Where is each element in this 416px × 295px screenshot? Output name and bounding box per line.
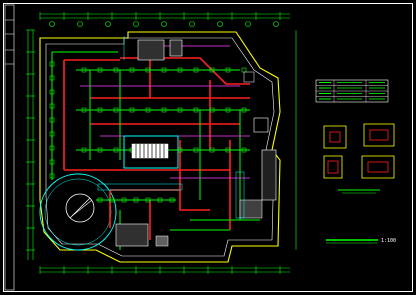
grid-bubble [161,21,167,27]
diffuser [133,197,139,203]
diffuser [81,147,87,153]
diffuser [109,197,115,203]
diffuser [49,145,55,151]
dimension-lines [27,13,297,273]
diffuser [97,147,103,153]
diffuser [129,67,135,73]
diffuser [97,107,103,113]
diffuser [225,107,231,113]
diffuser [241,107,247,113]
title-strip [4,4,15,291]
grid-bubble [189,21,195,27]
diffuser [225,67,231,73]
grid-bubble [217,21,223,27]
diffuser [177,107,183,113]
diffuser [145,67,151,73]
diffuser [169,197,175,203]
equipment-blocks [115,39,277,247]
diffuser [113,107,119,113]
grid-bubble [133,21,139,27]
diffuser [129,107,135,113]
building-inner-wall [45,37,275,257]
scale-label: 1:100 [381,238,396,244]
detail-view-1 [323,125,347,149]
diffuser [49,159,55,165]
building-outline [39,31,281,263]
detail-view-4 [361,155,395,179]
grid-bubble [105,21,111,27]
diffuser [97,197,103,203]
circular-atrium [39,173,117,251]
diffuser [145,107,151,113]
room-outlines [97,36,245,219]
diffuser [241,67,247,73]
diffuser [49,89,55,95]
diffuser [193,107,199,113]
legend-table [315,79,389,103]
detail-view-3 [323,155,343,179]
grid-bubble [49,21,55,27]
diffuser [241,147,247,153]
diffuser [209,147,215,153]
drawing-title: 1:100 [326,238,396,244]
central-plant-room [123,135,179,169]
diffuser [49,173,55,179]
detail-view-2 [363,123,395,147]
detail-views [323,123,395,194]
title-strip-ticks [5,19,14,65]
diffuser [177,67,183,73]
diffuser [49,103,55,109]
grid-bubble [273,21,279,27]
diffuser [209,107,215,113]
diffuser [225,147,231,153]
diffuser [193,147,199,153]
diffuser [193,67,199,73]
diffuser [161,67,167,73]
grid-bubble [245,21,251,27]
diffuser [49,61,55,67]
diffuser [113,67,119,73]
grid-bubble [77,21,83,27]
column-grid-markers [49,21,279,27]
air-diffusers [49,61,247,203]
diffuser [121,197,127,203]
diffuser [97,67,103,73]
diffuser [81,67,87,73]
diffuser [113,147,119,153]
dimension-ticks [26,12,281,274]
diffuser [161,107,167,113]
sheet-border [3,3,413,292]
diffuser [49,75,55,81]
legend-rows [316,82,388,100]
diffuser [157,197,163,203]
diffuser [145,197,151,203]
diffuser [209,67,215,73]
diffuser [81,107,87,113]
diffuser [49,131,55,137]
diffuser [49,117,55,123]
